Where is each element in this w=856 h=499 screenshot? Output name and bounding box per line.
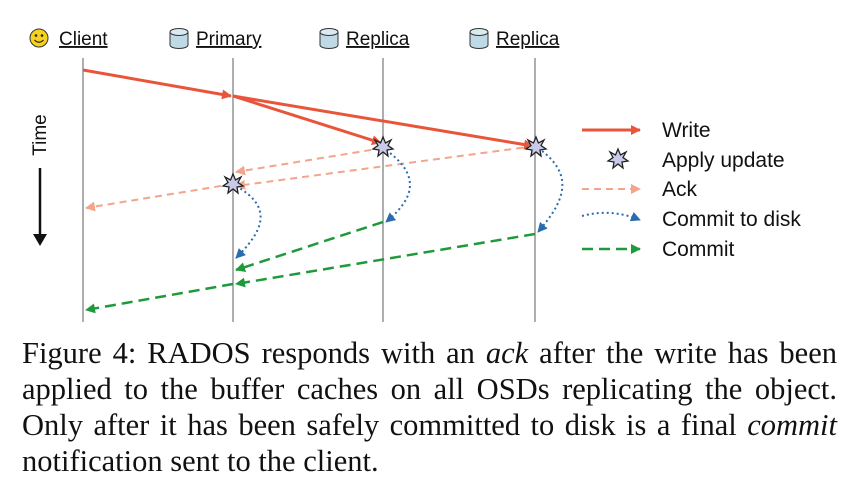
figure-caption: Figure 4: RADOS responds with an ack aft… xyxy=(22,335,837,479)
commit-messages xyxy=(85,220,536,314)
time-label: Time xyxy=(30,114,51,156)
legend: Write Apply update Ack Commit to disk Co… xyxy=(581,119,801,261)
legend-apply: Apply update xyxy=(607,148,785,172)
apply-update-replica-2 xyxy=(525,136,547,157)
disk-icon xyxy=(469,28,489,49)
smiley-icon xyxy=(29,28,49,48)
protocol-diagram: Client Primary Replica Replica Time xyxy=(29,28,801,322)
lane-header-client: Client xyxy=(29,28,108,50)
legend-commit-disk-label: Commit to disk xyxy=(662,208,801,231)
caption-text-3: notification sent to the client. xyxy=(22,444,379,478)
caption-commit-term: commit xyxy=(747,408,837,442)
write-client-to-primary xyxy=(82,68,232,100)
write-primary-to-replica-2 xyxy=(232,94,534,150)
commit-replica-1-to-primary xyxy=(235,220,384,272)
ack-replica-1-to-primary xyxy=(235,147,384,176)
lane-label-replica-2: Replica xyxy=(496,29,560,50)
legend-ack: Ack xyxy=(582,178,698,201)
disk-icon xyxy=(319,28,339,49)
commit-to-disk xyxy=(235,147,564,259)
time-axis: Time xyxy=(30,114,51,246)
lane-header-primary: Primary xyxy=(169,28,262,50)
caption-ack-term: ack xyxy=(485,336,529,370)
burst-icon xyxy=(607,148,629,169)
legend-apply-label: Apply update xyxy=(662,149,785,172)
commit-primary-to-client xyxy=(85,282,234,314)
legend-write: Write xyxy=(582,119,711,142)
legend-ack-label: Ack xyxy=(662,178,698,201)
time-arrow-head xyxy=(33,234,47,246)
write-messages xyxy=(82,68,534,150)
disk-commit-replica-1 xyxy=(385,149,411,223)
disk-commit-primary xyxy=(235,185,262,259)
lifelines xyxy=(82,58,536,322)
lane-header-replica-2: Replica xyxy=(469,28,560,50)
write-primary-to-replica-1 xyxy=(232,94,382,146)
ack-replica-2-to-primary xyxy=(235,145,536,190)
disk-icon xyxy=(169,28,189,49)
disk-commit-replica-2 xyxy=(537,147,564,233)
caption-text-2: after the write has been applied to the … xyxy=(22,336,837,442)
lane-label-replica-1: Replica xyxy=(346,29,410,50)
lane-header-replica-1: Replica xyxy=(319,28,410,50)
legend-write-label: Write xyxy=(662,119,711,142)
commit-replica-2-to-primary xyxy=(235,232,536,288)
legend-commit: Commit xyxy=(582,238,734,261)
lane-label-primary: Primary xyxy=(196,29,262,50)
ack-primary-to-client xyxy=(85,183,234,212)
ack-messages xyxy=(85,145,536,212)
caption-text-1: Figure 4: RADOS responds with an xyxy=(22,336,486,370)
legend-commit-label: Commit xyxy=(662,238,734,261)
legend-commit-disk: Commit to disk xyxy=(581,208,801,231)
lane-label-client: Client xyxy=(59,29,108,50)
